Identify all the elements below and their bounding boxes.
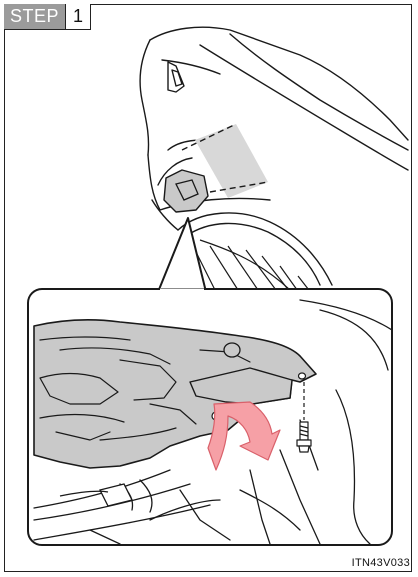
under-cover-small — [164, 170, 208, 212]
step-badge: STEP 1 — [4, 4, 91, 30]
figure-code: ITN43V033 — [352, 557, 410, 569]
step-label: STEP — [4, 4, 65, 29]
screw-hole — [299, 373, 306, 379]
step-number: 1 — [65, 4, 90, 29]
cover-plug — [224, 343, 240, 357]
